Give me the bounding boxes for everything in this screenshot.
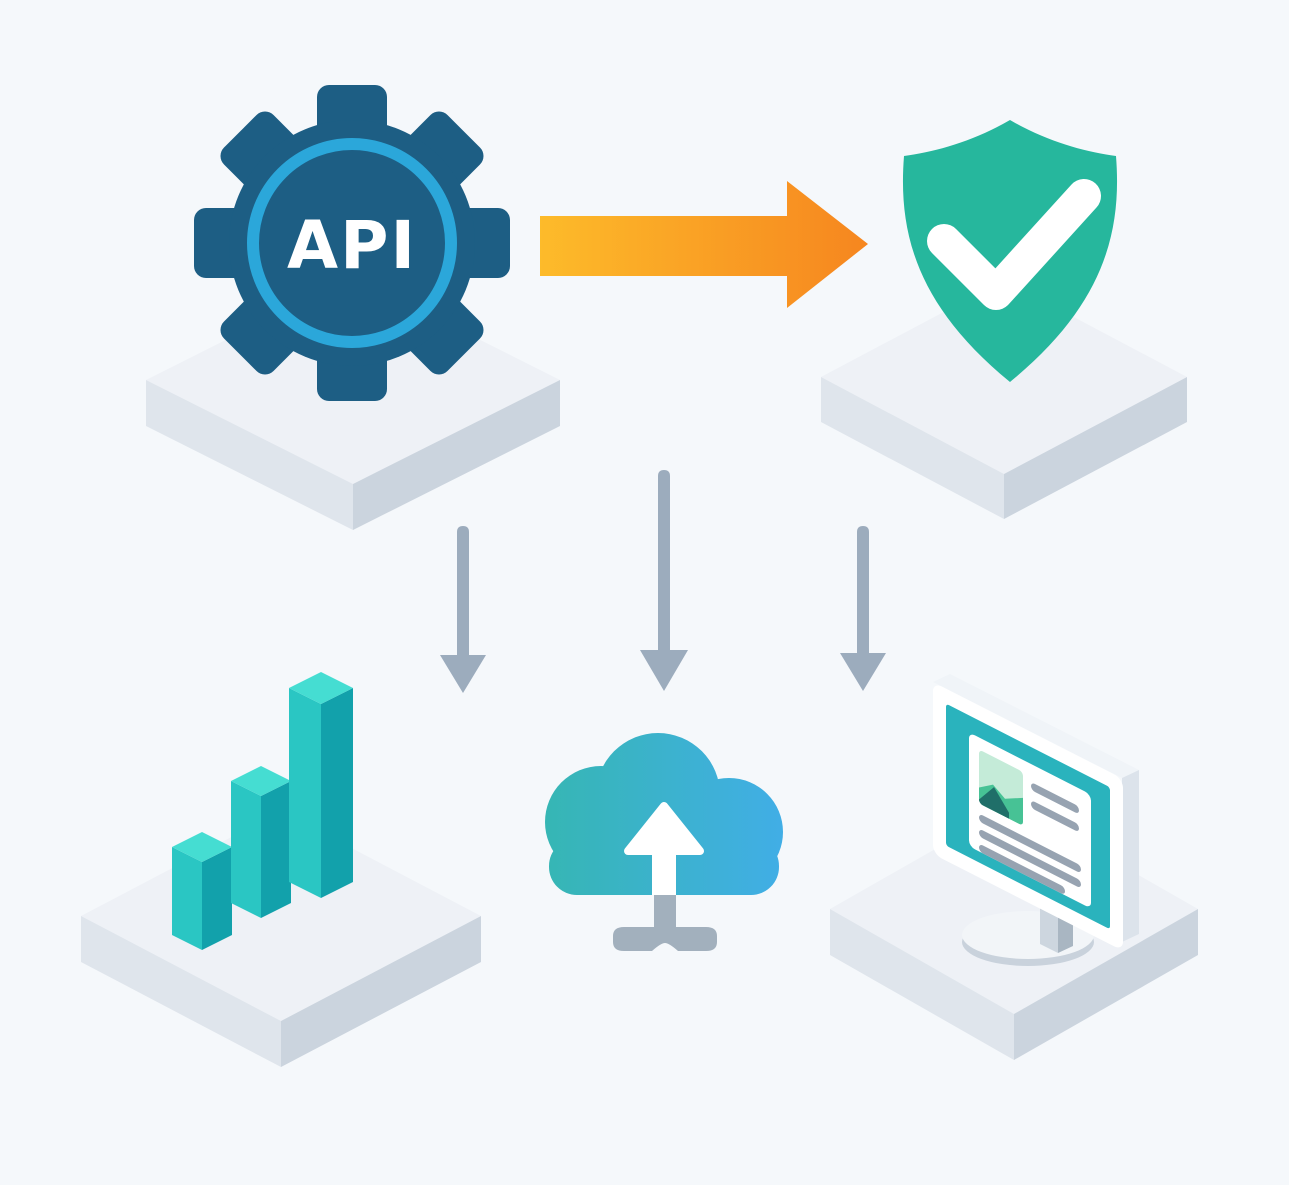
platform-right-face	[1014, 909, 1198, 1060]
gear-icon: API	[194, 85, 510, 401]
bar-right-face	[321, 688, 353, 898]
down-arrow-icon	[640, 470, 688, 691]
shield-icon	[902, 120, 1118, 382]
monitor-depth-side	[1122, 770, 1139, 942]
down-arrow-icon	[440, 526, 486, 693]
bar-right-face	[261, 781, 291, 918]
text-line	[979, 815, 1081, 872]
flow-arrow-head	[787, 181, 868, 308]
down-arrows	[440, 470, 886, 693]
thumbnail-mountain	[979, 787, 1009, 819]
shield-check-icon	[902, 120, 1118, 382]
bar-left-face	[289, 688, 321, 898]
api-node: API	[146, 85, 560, 530]
gear-body	[229, 120, 475, 366]
platform-right-face	[353, 380, 560, 530]
cloud-upload-icon	[545, 733, 783, 895]
monitor-front	[933, 685, 1123, 948]
gear-ring	[247, 138, 457, 348]
card-text-lines	[979, 783, 1081, 894]
platform-left-face	[146, 380, 353, 530]
upload-arrow-stem	[652, 851, 676, 895]
flow-arrow-shaft	[540, 216, 790, 276]
bar-top-face	[172, 832, 232, 862]
analytics-node	[81, 672, 481, 1067]
platform-left-face	[81, 916, 281, 1067]
text-line	[979, 830, 1081, 887]
bar-left-face	[231, 781, 261, 918]
text-line	[1031, 783, 1079, 813]
network-stand	[613, 890, 717, 951]
bar-small	[172, 832, 232, 950]
text-line	[1031, 801, 1079, 831]
bar-left-face	[172, 847, 202, 950]
monitor-neck-front	[1040, 903, 1058, 953]
flow-arrow-icon	[540, 181, 868, 308]
check-icon	[927, 179, 1101, 310]
bar-medium	[231, 766, 291, 918]
platform-right-face	[281, 916, 481, 1067]
cloud-shape	[545, 733, 783, 895]
api-label: API	[287, 207, 417, 284]
bar-top-face	[231, 766, 291, 796]
upload-arrow-icon	[624, 802, 704, 895]
bar-tall	[289, 672, 353, 898]
display-node	[830, 674, 1198, 1060]
text-line	[979, 845, 1065, 894]
cloud-upload-node	[545, 733, 783, 951]
bar-top-face	[289, 672, 353, 704]
platform-left-face	[830, 909, 1014, 1060]
monitor-icon	[933, 674, 1139, 966]
security-node	[821, 120, 1187, 519]
down-arrow-icon	[840, 526, 886, 691]
platform-left-face	[821, 377, 1004, 519]
bar-right-face	[202, 847, 232, 950]
platform-right-face	[1004, 377, 1187, 519]
monitor-depth-top	[933, 674, 1139, 778]
bar-chart-icon	[172, 672, 353, 950]
